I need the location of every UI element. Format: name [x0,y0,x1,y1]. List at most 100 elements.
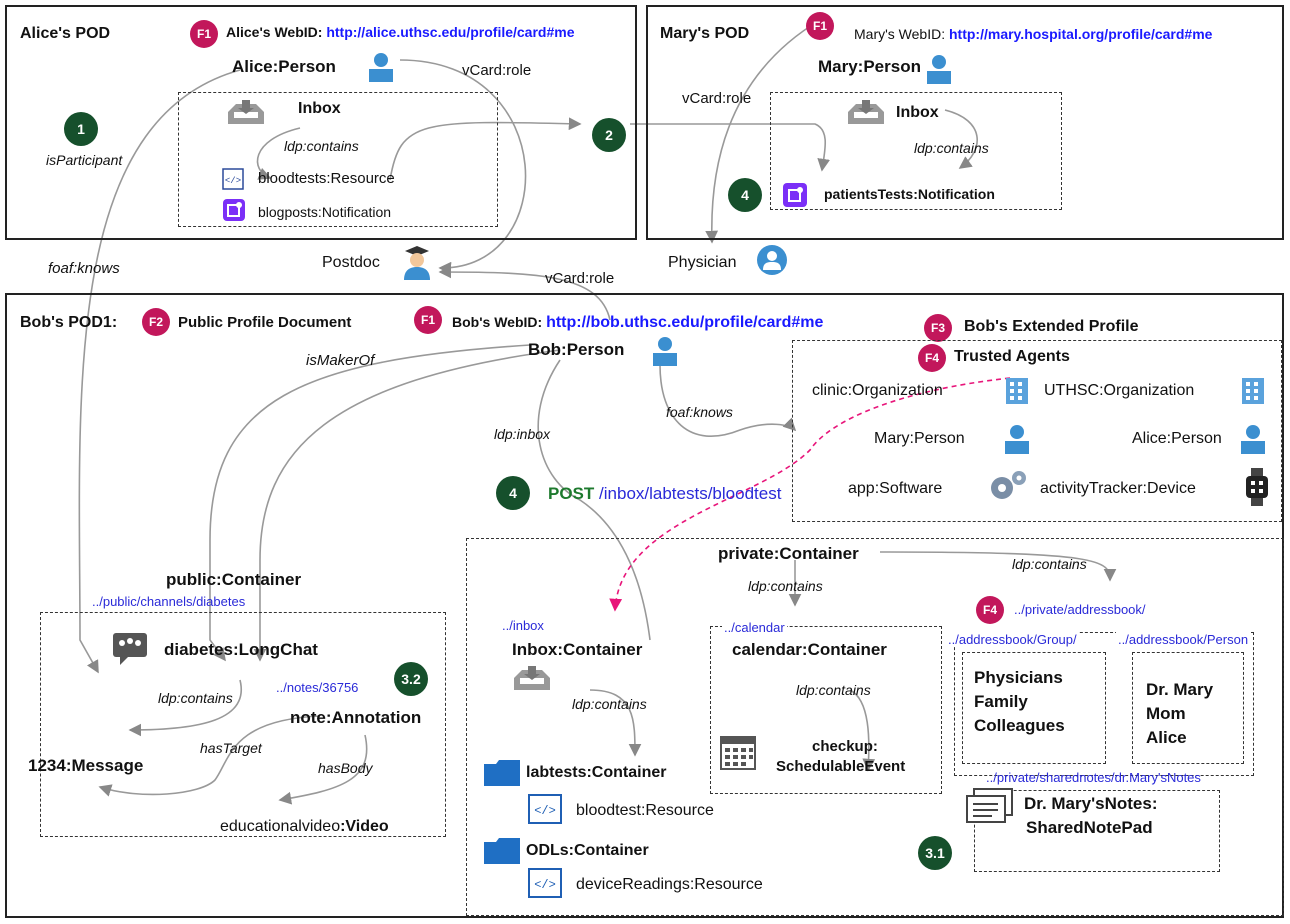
alice-inbox-box [178,92,498,227]
calendar-contains: ldp:contains [796,682,871,698]
trusted-clinic: clinic:Organization [812,382,943,399]
inbox-tray-icon [848,100,884,124]
extended-profile-title: Bob's Extended Profile [964,318,1139,335]
person-item: Dr. Mary [1146,680,1214,699]
group-path: ../addressbook/Group/ [946,632,1079,647]
person-icon [653,337,677,366]
post-verb: POST [548,484,595,503]
device-readings-resource: deviceReadings:Resource [576,876,763,893]
code-document-icon: </> [528,794,562,824]
badge-step-3-2: 3.2 [394,662,428,696]
badge-f1-alice: F1 [190,20,218,48]
video-prefix: educationalvideo [220,818,341,835]
is-participant-label: isParticipant [46,152,123,168]
mary-person: Mary:Person [818,57,921,76]
private-container-box [466,538,1284,916]
badge-step-3-1: 3.1 [918,836,952,870]
group-item: Family [974,692,1028,711]
alice-webid-url[interactable]: http://alice.uthsc.edu/profile/card#me [326,24,575,40]
badge-f1-bob: F1 [414,306,442,334]
annotation-label: note:Annotation [290,708,422,727]
chat-group-icon [113,633,147,665]
badge-step-2: 2 [592,118,626,152]
svg-text:</>: </> [534,804,556,818]
addressbook-box [954,632,1254,776]
sharednotes-box [974,790,1220,872]
public-container-title: public:Container [166,570,302,589]
group-item: Colleagues [974,716,1065,735]
badge-f3: F3 [924,314,952,342]
is-maker-of-label: isMakerOf [306,352,375,369]
badge-step-1: 1 [64,112,98,146]
notes-icon [966,788,1013,823]
notification-icon [223,199,245,221]
bob-webid: Bob's WebID: http://bob.uthsc.edu/profil… [452,314,823,332]
calendar-path: ../calendar [722,620,787,635]
bob-foaf-knows-label: foaf:knows [666,404,733,420]
group-list: Physicians Family Colleagues [974,666,1065,738]
badge-step-4-mary: 4 [728,178,762,212]
public-container-path: ../public/channels/diabetes [92,594,246,609]
sharednotes-path: ../private/sharednotes/dr.Mary'sNotes [986,770,1201,785]
physician-label: Physician [668,254,737,271]
bob-webid-url[interactable]: http://bob.uthsc.edu/profile/card#me [546,314,824,331]
svg-text:</>: </> [534,878,556,892]
trusted-alice: Alice:Person [1132,430,1222,447]
badge-f4-addressbook: F4 [976,596,1004,624]
post-path: /inbox/labtests/bloodtest [599,484,782,503]
calendar-container-label: calendar:Container [732,640,887,659]
badge-f4-trusted: F4 [918,344,946,372]
postdoc-label: Postdoc [322,254,380,271]
post-request: POST /inbox/labtests/bloodtest [548,484,781,504]
trusted-mary: Mary:Person [874,430,965,447]
mary-pod-box [646,5,1284,240]
notification-icon [783,183,807,207]
message-label: 1234:Message [28,756,144,775]
labtests-container: labtests:Container [526,764,667,781]
alice-resource: bloodtests:Resource [258,170,395,187]
calendar-box [710,626,942,794]
folder-icon [484,838,520,864]
mary-webid-label: Mary's WebID: [854,26,949,42]
alice-webid-label: Alice's WebID: [226,24,327,40]
building-icon [1006,378,1028,404]
inbox-path: ../inbox [502,618,544,633]
video-label: educationalvideo:Video [220,818,389,836]
folder-icon [484,760,520,786]
physician-icon [757,245,787,275]
smartwatch-icon [1246,468,1268,506]
checkup-line-2: SchedulableEvent [776,758,906,775]
badge-f1-mary: F1 [806,12,834,40]
alice-ldp-contains: ldp:contains [284,138,359,154]
alice-vcard-role: vCard:role [462,62,532,79]
extended-profile-box [792,340,1282,522]
person-path: ../addressbook/Person [1116,632,1251,647]
badge-step-4-bob: 4 [496,476,530,510]
group-box [962,652,1106,764]
badge-f2: F2 [142,308,170,336]
alice-webid: Alice's WebID: http://alice.uthsc.edu/pr… [226,24,575,40]
trusted-uthsc: UTHSC:Organization [1044,382,1195,399]
code-document-icon: </> [222,168,244,190]
ldp-inbox-label: ldp:inbox [494,426,551,442]
inbox-tray-icon [514,666,550,690]
trusted-tracker: activityTracker:Device [1040,480,1196,497]
notepad-line-2: SharedNotePad [1026,818,1153,837]
bob-vcard-role: vCard:role [545,270,615,287]
notes-path: ../notes/36756 [276,680,359,695]
private-ldp-contains-1: ldp:contains [748,578,823,594]
inbox-container-label: Inbox:Container [512,640,643,659]
addressbook-path: ../private/addressbook/ [1014,602,1146,617]
person-icon [1005,425,1029,454]
longchat-label: diabetes:LongChat [164,640,318,659]
mary-webid-url[interactable]: http://mary.hospital.org/profile/card#me [949,26,1213,42]
alice-pod-title: Alice's POD [20,25,111,42]
building-icon [1242,378,1264,404]
inbox-tray-icon [228,100,264,124]
checkup-line-1: checkup: [812,738,878,755]
private-ldp-contains-2: ldp:contains [1012,556,1087,572]
alice-person: Alice:Person [232,57,336,76]
mary-vcard-role: vCard:role [682,90,752,107]
